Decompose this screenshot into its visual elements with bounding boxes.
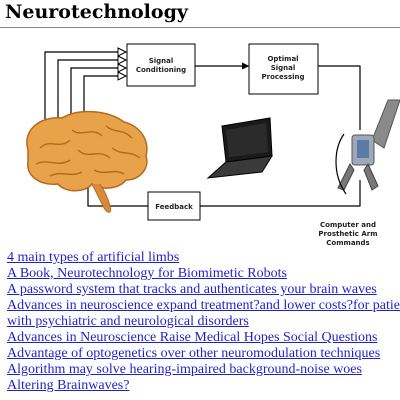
article-link[interactable]: 4 main types of artificial limbs — [7, 250, 180, 265]
list-item: A password system that tracks and authen… — [7, 282, 400, 298]
arm-commands-label-1: Computer and — [320, 221, 376, 229]
list-item: Advantage of optogenetics over other neu… — [7, 346, 400, 362]
title-divider — [0, 27, 400, 28]
article-link[interactable]: Advances in Neuroscience Raise Medical H… — [7, 330, 378, 345]
list-item: Algorithm may solve hearing-impaired bac… — [7, 362, 400, 378]
article-link[interactable]: A password system that tracks and authen… — [7, 282, 377, 297]
optimal-processing-label-1: Optimal — [267, 55, 298, 63]
signal-conditioning-label-2: Conditioning — [136, 66, 186, 74]
list-item: Altering Brainwaves? — [7, 378, 400, 394]
article-link[interactable]: Altering Brainwaves? — [7, 378, 130, 393]
signal-lines — [44, 51, 361, 207]
article-link-list: 4 main types of artificial limbs A Book,… — [7, 250, 400, 394]
arm-commands-label-2: Prosthetic Arm — [318, 230, 377, 238]
brain-icon — [26, 110, 148, 213]
signal-conditioning-box: Signal Conditioning — [126, 43, 196, 87]
amplifier-icons — [117, 47, 128, 81]
optimal-processing-label-3: Processing — [261, 73, 304, 81]
laptop-icon — [206, 117, 273, 179]
optimal-processing-box: Optimal Signal Processing — [248, 43, 319, 95]
article-link[interactable]: Algorithm may solve hearing-impaired bac… — [7, 362, 362, 377]
signal-conditioning-label-1: Signal — [149, 57, 174, 65]
list-item: Advances in Neuroscience Raise Medical H… — [7, 330, 400, 346]
article-link[interactable]: Advantage of optogenetics over other neu… — [7, 346, 381, 361]
page-title: Neurotechnology — [5, 1, 188, 23]
robotic-arm-icon — [335, 99, 400, 195]
arm-commands-caption: Computer and Prosthetic Arm Commands — [318, 221, 377, 247]
article-link[interactable]: Advances in neuroscience expand treatmen… — [7, 298, 400, 313]
feedback-box: Feedback — [147, 191, 201, 221]
article-link[interactable]: with psychiatric and neurological disord… — [7, 314, 249, 329]
list-item: with psychiatric and neurological disord… — [7, 314, 400, 330]
optimal-processing-label-2: Signal — [271, 64, 296, 72]
list-item: A Book, Neurotechnology for Biomimetic R… — [7, 266, 400, 282]
feedback-label: Feedback — [155, 203, 193, 211]
list-item: Advances in neuroscience expand treatmen… — [7, 298, 400, 314]
article-link[interactable]: A Book, Neurotechnology for Biomimetic R… — [7, 266, 287, 281]
arm-commands-label-3: Commands — [326, 239, 369, 247]
neurotechnology-diagram: Signal Conditioning Optimal Signal Proce… — [26, 43, 400, 247]
list-item: 4 main types of artificial limbs — [7, 250, 400, 266]
